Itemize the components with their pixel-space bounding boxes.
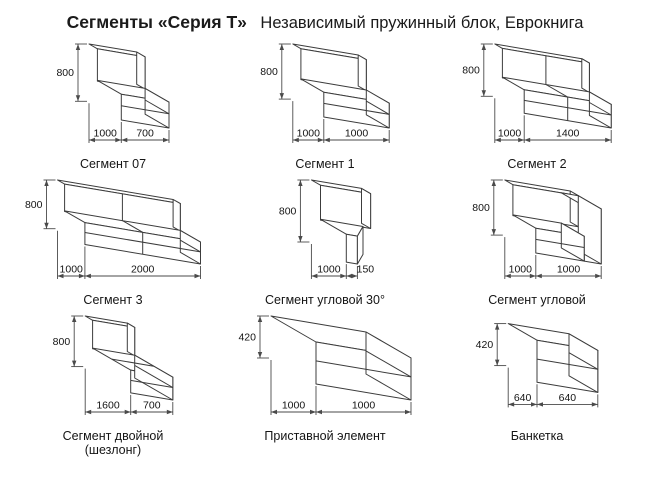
dim-height-label: 420 xyxy=(238,332,256,344)
segment-07-drawing: 1000 700 800 xyxy=(56,43,170,143)
segment-caption: Банкетка xyxy=(511,429,564,443)
dimension-lines xyxy=(494,323,599,408)
segment-name-line2: (шезлонг) xyxy=(84,443,142,457)
dim-height-label: 800 xyxy=(56,67,74,79)
dim-depth-label: 1000 xyxy=(60,264,84,276)
dimension-lines xyxy=(71,315,174,415)
segment-name: Сегмент 07 xyxy=(79,157,147,171)
dim-width-label: 700 xyxy=(143,400,161,412)
dim-width-label: 150 xyxy=(357,264,375,276)
segment-double-drawing: 1600 700 800 xyxy=(53,315,174,415)
segment-2-drawing: 1000 1400 800 xyxy=(462,43,612,143)
segment-cell-double: 1600 700 800 Сегмент двойной (шезлонг) xyxy=(8,311,218,457)
segment-shape xyxy=(88,43,170,129)
dim-height-label: 800 xyxy=(462,65,480,77)
dimension-lines xyxy=(278,43,390,143)
segment-name: Банкетка xyxy=(510,429,564,443)
segment-name: Сегмент 1 xyxy=(295,157,355,171)
dimension-labels: 1000 150 800 xyxy=(279,206,374,276)
segment-cell-1: 1000 1000 800 Сегмент 1 xyxy=(220,39,430,171)
segment-cell-2: 1000 1400 800 Сегмент 2 xyxy=(432,39,642,171)
segment-corner30-drawing: 1000 150 800 xyxy=(279,179,374,279)
series-title: Сегменты «Серия Т» xyxy=(66,12,247,32)
segment-caption: Сегмент угловой xyxy=(488,293,586,307)
segment-caption: Сегмент 1 xyxy=(295,157,354,171)
dim-depth-label: 1000 xyxy=(498,128,522,140)
segment-cell-3: 1000 2000 800 Сегмент 3 xyxy=(8,175,218,307)
dim-height-label: 800 xyxy=(260,66,278,78)
dimension-lines xyxy=(257,315,412,415)
segment-caption: Приставной элемент xyxy=(264,429,385,443)
dim-depth-label: 1600 xyxy=(96,400,120,412)
segment-name: Сегмент угловой 30° xyxy=(265,293,385,307)
segment-cell-07: 1000 700 800 Сегмент 07 xyxy=(8,39,218,171)
dim-depth-label: 1000 xyxy=(509,264,533,276)
segment-cell-corner30: 1000 150 800 Сегмент угловой 30° xyxy=(220,175,430,307)
segment-cell-corner: 1000 1000 800 Сегмент угловой xyxy=(432,175,642,307)
segment-caption: Сегмент 07 xyxy=(80,157,146,171)
segment-shape xyxy=(310,179,372,265)
segment-caption: Сегмент угловой 30° xyxy=(265,293,385,307)
dimension-labels: 1000 2000 800 xyxy=(25,199,155,276)
dim-depth-label: 1000 xyxy=(282,400,306,412)
segment-shape xyxy=(57,179,201,265)
segment-corner-drawing: 1000 1000 800 xyxy=(472,179,602,279)
dim-width-label: 1000 xyxy=(557,264,581,276)
dim-height-label: 420 xyxy=(476,339,494,351)
dimension-lines xyxy=(490,179,602,279)
dimension-labels: 1000 1000 800 xyxy=(472,202,580,276)
dim-depth-label: 1000 xyxy=(94,128,118,140)
segment-shape xyxy=(270,315,412,401)
dimension-labels: 1600 700 800 xyxy=(53,336,161,412)
dim-depth-label: 1000 xyxy=(317,264,341,276)
dim-width-label: 700 xyxy=(136,128,154,140)
segment-cell-attach: 1000 1000 420 Приставной элемент xyxy=(220,311,430,457)
segment-caption: Сегмент 2 xyxy=(507,157,566,171)
segment-caption: Сегмент 3 xyxy=(83,293,142,307)
dim-height-label: 800 xyxy=(279,206,297,218)
dim-height-label: 800 xyxy=(472,202,490,214)
segment-attach-drawing: 1000 1000 420 xyxy=(238,315,412,415)
segment-shape xyxy=(292,43,390,129)
segment-name: Приставной элемент xyxy=(264,429,386,443)
dimension-labels: 640 640 420 xyxy=(476,339,577,404)
segment-shape xyxy=(507,323,599,393)
segment-shape xyxy=(504,179,602,265)
segment-3-drawing: 1000 2000 800 xyxy=(25,179,201,279)
dim-depth-label: 1000 xyxy=(297,128,321,140)
dimension-lines xyxy=(75,43,170,143)
dim-width-label: 1000 xyxy=(345,128,369,140)
dimension-labels: 1000 1000 800 xyxy=(260,66,368,140)
segment-shape xyxy=(84,315,174,401)
segment-name: Сегмент 2 xyxy=(507,157,567,171)
segment-caption: Сегмент двойной (шезлонг) xyxy=(63,429,164,457)
segment-1-drawing: 1000 1000 800 xyxy=(260,43,390,143)
dimension-lines xyxy=(43,179,201,279)
dim-depth-label: 640 xyxy=(514,392,532,404)
dimension-lines xyxy=(480,43,612,143)
dimension-labels: 1000 700 800 xyxy=(56,67,154,139)
dim-height-label: 800 xyxy=(53,336,71,348)
dim-width-label: 1000 xyxy=(352,400,376,412)
dim-width-label: 2000 xyxy=(131,264,155,276)
dimension-labels: 1000 1400 800 xyxy=(462,65,579,140)
dimension-lines xyxy=(297,179,358,279)
segment-cell-banquette: 640 640 420 Банкетка xyxy=(432,311,642,457)
segment-name: Сегмент двойной xyxy=(62,429,164,443)
dimension-labels: 1000 1000 420 xyxy=(238,332,375,412)
segment-shape xyxy=(494,43,612,129)
segment-banquette-drawing: 640 640 420 xyxy=(476,323,599,408)
dim-width-label: 1400 xyxy=(556,128,580,140)
page-title: Сегменты «Серия Т» Независимый пружинный… xyxy=(0,0,650,37)
series-subtitle: Независимый пружинный блок, Еврокнига xyxy=(260,14,584,32)
dim-height-label: 800 xyxy=(25,199,43,211)
segment-name: Сегмент угловой xyxy=(488,293,586,307)
dim-width-label: 640 xyxy=(559,392,577,404)
segment-name: Сегмент 3 xyxy=(83,293,143,307)
segments-grid: 1000 700 800 Сегмент 07 1000 1000 800 Сегмен… xyxy=(0,37,650,457)
